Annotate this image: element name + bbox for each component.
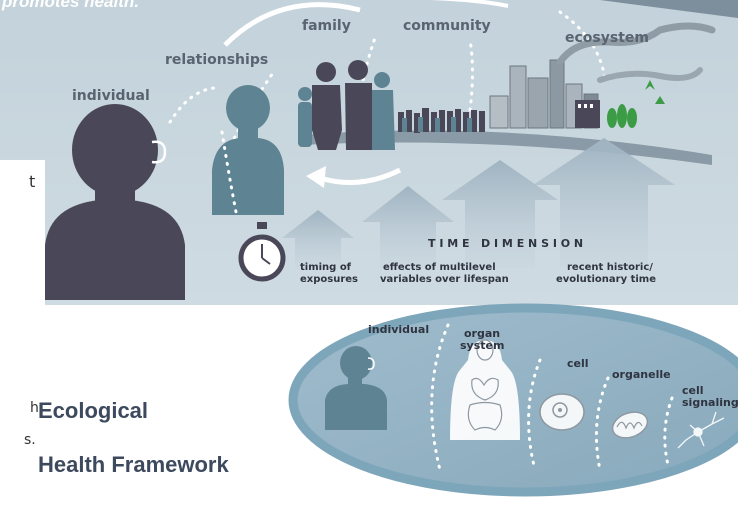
label-community: community — [403, 18, 491, 34]
left-fragment-2: h — [30, 400, 39, 416]
time-multilevel-line2: variables over lifespan — [380, 274, 509, 285]
oval-label-cell: cell — [567, 357, 589, 370]
city-skyline — [489, 59, 600, 129]
title-line2: Health Framework — [38, 452, 229, 477]
trees — [607, 80, 665, 128]
individual-silhouette — [45, 104, 185, 300]
oval-divider-4 — [663, 396, 674, 467]
time-multilevel-line1: effects of multilevel — [383, 262, 496, 273]
label-individual: individual — [72, 88, 150, 104]
horizon-ground — [300, 130, 712, 165]
relationships-silhouette — [212, 85, 284, 215]
oval-label-organ-line1: organ — [464, 327, 500, 340]
time-historic-line1: recent historic/ — [567, 262, 653, 273]
left-fragment-1: t — [29, 172, 35, 191]
title-line1: Ecological — [38, 398, 148, 423]
oval-label-signaling-line1: cell — [682, 384, 704, 397]
bottom-cycle-arrow — [319, 167, 402, 185]
time-timing-line1: timing of — [300, 262, 352, 273]
oval-label-organ-line2: system — [460, 339, 504, 352]
oval-individual-ear — [367, 357, 375, 370]
label-family: family — [302, 18, 351, 34]
oval-individual-silhouette — [325, 346, 387, 430]
individual-ear-outline — [151, 140, 167, 164]
family-silhouettes — [298, 60, 395, 150]
oval-label-individual: individual — [368, 323, 429, 336]
dotted-arc-5 — [558, 10, 607, 82]
top-cycle-arrow-left — [223, 2, 361, 47]
cell-signaling-icon — [677, 411, 725, 449]
community-crowd-teal — [402, 117, 472, 132]
top-cycle-arrow-right — [429, 0, 509, 8]
oval-divider-3 — [594, 376, 610, 472]
cell-icon — [539, 393, 585, 431]
organelle-icon — [611, 411, 649, 439]
dotted-arc-4 — [468, 38, 474, 112]
bottom-cycle-arrowhead — [306, 166, 326, 188]
oval-label-organelle: organelle — [612, 368, 671, 381]
dotted-arc-3 — [353, 36, 377, 137]
header-partial-text: promotes health. — [1, 0, 139, 11]
dotted-arc-1 — [168, 86, 217, 124]
time-dimension-heading: T I M E D I M E N S I O N — [428, 237, 583, 250]
smoke-plume — [556, 22, 716, 66]
stopwatch-icon — [238, 222, 286, 282]
label-ecosystem: ecosystem — [565, 30, 649, 46]
oval-divider-1 — [430, 323, 450, 472]
top-corner-band — [600, 0, 738, 18]
left-fragment-3: s. — [24, 432, 36, 448]
oval-label-signaling-line2: signaling — [682, 396, 738, 409]
time-timing-line2: exposures — [300, 274, 358, 285]
time-arrows — [282, 138, 675, 268]
smoke-plume-2 — [597, 67, 703, 83]
label-relationships: relationships — [165, 52, 268, 68]
community-crowd — [398, 108, 485, 133]
time-historic-line2: evolutionary time — [556, 274, 656, 285]
relationships-dotted-spine — [220, 130, 238, 214]
organ-system-icon — [450, 339, 520, 440]
